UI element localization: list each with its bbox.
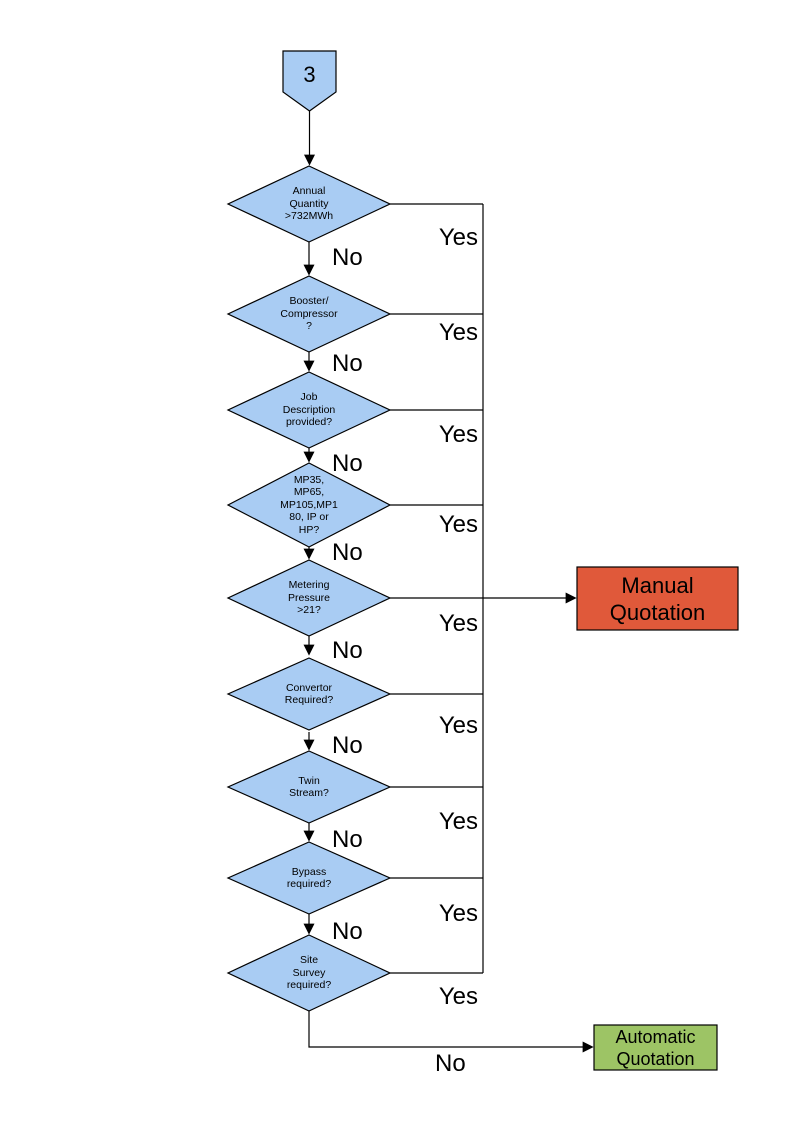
manual-quotation-box bbox=[576, 566, 739, 631]
decision-twin-stream-label: Twin Stream? bbox=[289, 774, 329, 800]
yes-label-annual-quantity: Yes bbox=[438, 224, 478, 251]
yes-label-metering-pressure: Yes bbox=[438, 610, 478, 637]
decision-convertor-label: Convertor Required? bbox=[284, 681, 334, 707]
decision-meter-type-label: MP35, MP65, MP105,MP1 80, IP or HP? bbox=[280, 473, 338, 536]
yes-label-job-description: Yes bbox=[438, 421, 478, 448]
manual-quotation-label: Manual Quotation bbox=[609, 572, 706, 625]
no-label-convertor: No bbox=[332, 732, 363, 759]
automatic-quotation-box bbox=[593, 1024, 718, 1071]
yes-label-site-survey: Yes bbox=[438, 983, 478, 1010]
no-label-site-survey: No bbox=[435, 1050, 466, 1077]
yes-label-twin-stream: Yes bbox=[438, 808, 478, 835]
no-label-twin-stream: No bbox=[332, 826, 363, 853]
no-label-bypass: No bbox=[332, 918, 363, 945]
decision-meter-type-shape bbox=[226, 462, 392, 548]
yes-label-meter-type: Yes bbox=[438, 511, 478, 538]
decision-site-survey-shape bbox=[226, 934, 392, 1012]
automatic-quotation-label: Automatic Quotation bbox=[615, 1026, 696, 1069]
decision-convertor-shape bbox=[226, 657, 392, 731]
offpage-connector-shape bbox=[282, 50, 337, 112]
no-label-meter-type: No bbox=[332, 539, 363, 566]
decision-bypass-label: Bypass required? bbox=[286, 865, 332, 891]
no-label-annual-quantity: No bbox=[332, 244, 363, 271]
decision-metering-pressure-label: Metering Pressure >21? bbox=[287, 579, 330, 617]
decision-booster-compressor-shape bbox=[226, 275, 392, 353]
decision-job-description-shape bbox=[226, 371, 392, 449]
decision-metering-pressure-shape bbox=[226, 559, 392, 637]
decision-job-description-label: Job Description provided? bbox=[282, 391, 336, 429]
offpage-connector-label: 3 bbox=[303, 62, 316, 87]
yes-label-bypass: Yes bbox=[438, 900, 478, 927]
decision-bypass-shape bbox=[226, 841, 392, 915]
decision-annual-quantity-shape bbox=[226, 165, 392, 243]
yes-label-booster-compressor: Yes bbox=[438, 319, 478, 346]
edge-no-to-automatic-quotation bbox=[308, 1011, 594, 1053]
decision-annual-quantity-label: Annual Quantity >732MWh bbox=[284, 185, 334, 223]
no-label-metering-pressure: No bbox=[332, 637, 363, 664]
decision-booster-compressor-label: Booster/ Compressor ? bbox=[280, 295, 338, 333]
yes-label-convertor: Yes bbox=[438, 712, 478, 739]
decision-site-survey-label: Site Survey required? bbox=[286, 954, 332, 992]
no-label-booster-compressor: No bbox=[332, 350, 363, 377]
decision-twin-stream-shape bbox=[226, 750, 392, 824]
no-label-job-description: No bbox=[332, 450, 363, 477]
